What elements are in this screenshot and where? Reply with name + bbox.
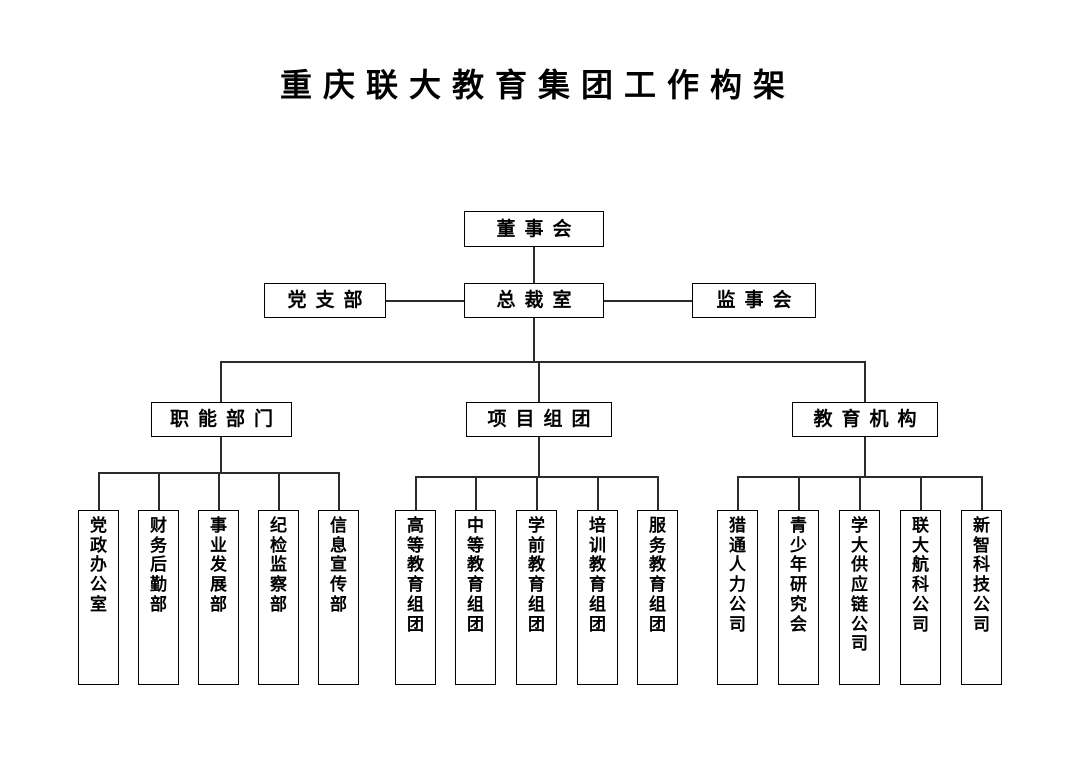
connector-bus-to-functional (220, 361, 222, 402)
connector-subbus-functional-1 (98, 472, 100, 510)
node-xinzhi-technology-company-label: 新智科技公司 (973, 516, 990, 635)
node-party-admin-office[interactable]: 党政办公室 (78, 510, 119, 685)
node-education-institutions-label: 教育机构 (813, 408, 926, 430)
connector-bus-to-institutions (864, 361, 866, 402)
node-party-admin-office-label: 党政办公室 (90, 516, 107, 615)
node-xinzhi-technology-company[interactable]: 新智科技公司 (961, 510, 1002, 685)
connector-subbus-functional-2 (158, 472, 160, 510)
connector-subbus-functional-4 (278, 472, 280, 510)
node-business-development-dept-label: 事业发展部 (210, 516, 227, 615)
connector-president-to-bus (533, 318, 535, 362)
connector-bus-level3 (220, 361, 865, 363)
connector-bus-to-projects (538, 361, 540, 402)
node-supervisory-board[interactable]: 监事会 (692, 283, 816, 318)
node-training-education-group[interactable]: 培训教育组团 (577, 510, 618, 685)
node-education-institutions[interactable]: 教育机构 (792, 402, 938, 437)
connector-functional-to-subbus (220, 437, 222, 473)
node-party-branch[interactable]: 党支部 (264, 283, 386, 318)
node-information-publicity-dept[interactable]: 信息宣传部 (318, 510, 359, 685)
connector-subbus-projects-5 (657, 476, 659, 510)
connector-subbus-institutions-5 (981, 476, 983, 510)
node-functional-departments-label: 职能部门 (169, 408, 282, 430)
node-project-groups[interactable]: 项目组团 (466, 402, 612, 437)
node-board-label: 董事会 (496, 217, 581, 240)
node-project-groups-label: 项目组团 (487, 408, 600, 430)
connector-subbus-projects-4 (597, 476, 599, 510)
connector-subbus-projects-2 (475, 476, 477, 510)
node-service-education-group-label: 服务教育组团 (649, 516, 666, 635)
node-lianda-aviation-tech-company[interactable]: 联大航科公司 (900, 510, 941, 685)
connector-president-to-supervisory (604, 300, 692, 302)
connector-subbus-institutions-3 (859, 476, 861, 510)
node-secondary-education-group-label: 中等教育组团 (467, 516, 484, 635)
node-youth-research-association[interactable]: 青少年研究会 (778, 510, 819, 685)
node-lietong-hr-company-label: 猎通人力公司 (729, 516, 746, 635)
node-finance-logistics-dept[interactable]: 财务后勤部 (138, 510, 179, 685)
connector-institutions-to-subbus (864, 437, 866, 477)
connector-subbus-institutions-1 (737, 476, 739, 510)
node-discipline-inspection-dept[interactable]: 纪检监察部 (258, 510, 299, 685)
node-discipline-inspection-dept-label: 纪检监察部 (270, 516, 287, 615)
node-xueda-supply-chain-company[interactable]: 学大供应链公司 (839, 510, 880, 685)
node-lianda-aviation-tech-company-label: 联大航科公司 (912, 516, 929, 635)
node-youth-research-association-label: 青少年研究会 (790, 516, 807, 635)
node-president-office-label: 总裁室 (496, 289, 581, 311)
node-functional-departments[interactable]: 职能部门 (151, 402, 292, 437)
node-higher-education-group[interactable]: 高等教育组团 (395, 510, 436, 685)
node-business-development-dept[interactable]: 事业发展部 (198, 510, 239, 685)
node-information-publicity-dept-label: 信息宣传部 (330, 516, 347, 615)
connector-subbus-functional-3 (218, 472, 220, 510)
node-preschool-education-group[interactable]: 学前教育组团 (516, 510, 557, 685)
node-president-office[interactable]: 总裁室 (464, 283, 604, 318)
node-xueda-supply-chain-company-label: 学大供应链公司 (851, 516, 868, 655)
node-preschool-education-group-label: 学前教育组团 (528, 516, 545, 635)
node-service-education-group[interactable]: 服务教育组团 (637, 510, 678, 685)
node-higher-education-group-label: 高等教育组团 (407, 516, 424, 635)
connector-subbus-institutions-4 (920, 476, 922, 510)
node-supervisory-board-label: 监事会 (716, 289, 801, 311)
connector-projects-to-subbus (538, 437, 540, 477)
node-lietong-hr-company[interactable]: 猎通人力公司 (717, 510, 758, 685)
node-party-branch-label: 党支部 (287, 289, 372, 311)
connector-subbus-projects-3 (536, 476, 538, 510)
connector-party-to-president (386, 300, 464, 302)
node-training-education-group-label: 培训教育组团 (589, 516, 606, 635)
node-finance-logistics-dept-label: 财务后勤部 (150, 516, 167, 615)
page-title: 重庆联大教育集团工作构架 (279, 66, 796, 104)
connector-subbus-institutions-2 (798, 476, 800, 510)
connector-subbus-functional-5 (338, 472, 340, 510)
node-secondary-education-group[interactable]: 中等教育组团 (455, 510, 496, 685)
node-board[interactable]: 董事会 (464, 211, 604, 247)
connector-board-to-president (533, 247, 535, 283)
connector-subbus-projects-1 (415, 476, 417, 510)
